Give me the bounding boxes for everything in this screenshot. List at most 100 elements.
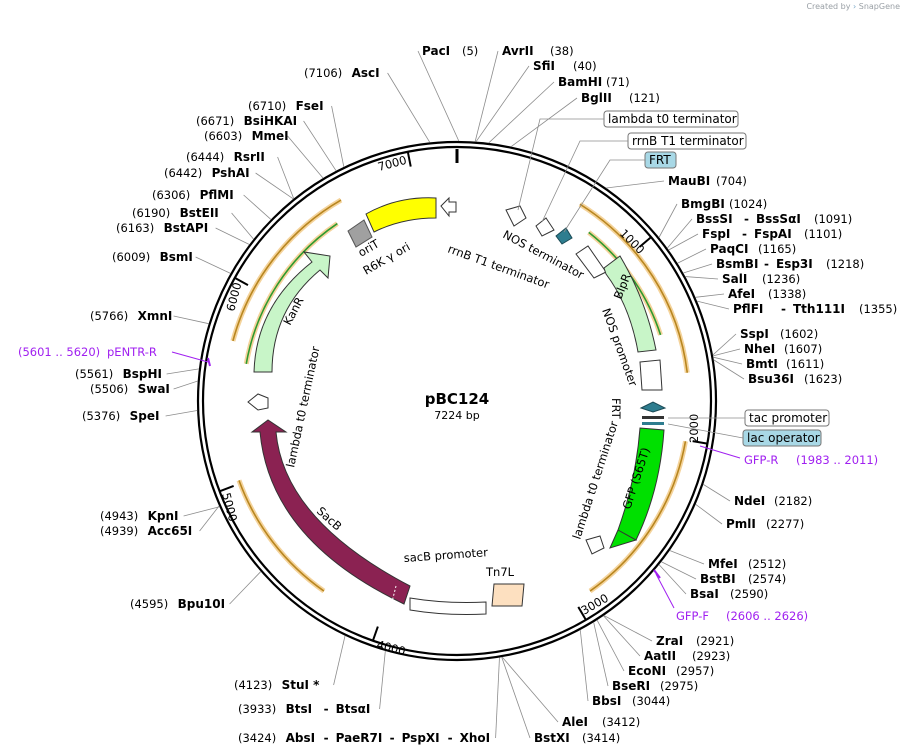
feature-nos-terminator-arrow[interactable] xyxy=(505,205,527,227)
enzyme-name-pshai: PshAI xyxy=(212,166,250,180)
enzyme-site-paci[interactable]: PacI(5) xyxy=(422,44,478,58)
enzyme-site-pflmi[interactable]: (6306)PflMI xyxy=(152,188,234,202)
enzyme-site-btsi[interactable]: (3933)BtsI-BtsαI xyxy=(238,702,370,716)
enzyme-name-mfei: MfeI xyxy=(708,557,738,571)
leader-bseri xyxy=(593,622,609,687)
enzyme-site-bglii[interactable]: BglII(121) xyxy=(581,91,660,105)
enzyme-site-ndei[interactable]: NdeI(2182) xyxy=(734,494,812,508)
enzyme-site-bstxi[interactable]: BstXI(3414) xyxy=(534,731,620,745)
enzyme-site-maubi[interactable]: MauBI(704) xyxy=(668,174,747,188)
enzyme-site-sali[interactable]: SalI(1236) xyxy=(722,272,800,286)
enzyme-pos-rsrii: (6444) xyxy=(186,150,224,164)
enzyme-site-absi[interactable]: (3424)AbsI-PaeR7I-PspXI-XhoI xyxy=(238,731,490,745)
label-tn7l: Tn7L xyxy=(485,565,515,579)
enzyme-site-bpu10i[interactable]: (4595) Bpu10I xyxy=(130,597,225,611)
enzyme-site-sspi[interactable]: SspI(1602) xyxy=(740,327,818,341)
annot-arc-left-top[interactable] xyxy=(232,199,342,342)
enzyme-site-pflfi[interactable]: PflFI-Tth111I(1355) xyxy=(733,302,897,316)
feature-lambda-left-arrow[interactable] xyxy=(247,393,269,411)
enzyme-site-aatii[interactable]: AatII(2923) xyxy=(644,649,730,663)
tick-3000 xyxy=(577,606,587,621)
enzyme-site-bsai[interactable]: BsaI(2590) xyxy=(690,587,768,601)
feature-orit[interactable] xyxy=(347,219,373,248)
enzyme-name-absi: AbsI xyxy=(286,731,315,745)
enzyme-sep-absi-1: - xyxy=(324,731,329,745)
annot-arc-kanr[interactable] xyxy=(245,222,338,364)
enzyme-name-bstapi: BstAPI xyxy=(164,221,209,235)
enzyme-site-econi[interactable]: EcoNI(2957) xyxy=(628,664,714,678)
enzyme-name-bpu10i: Bpu10I xyxy=(178,597,225,611)
enzyme-site-asci[interactable]: (7106)AscI xyxy=(304,66,380,80)
enzyme-site-stui[interactable]: (4123)StuI * xyxy=(234,678,320,692)
feature-gfp[interactable] xyxy=(609,427,665,549)
feature-tac-promoter[interactable] xyxy=(642,416,664,419)
enzyme-site-bsssi[interactable]: BssSI-BssSαI(1091) xyxy=(696,212,852,226)
feature-tn7l[interactable] xyxy=(491,583,525,607)
enzyme-site-mmei[interactable]: (6603)MmeI xyxy=(204,129,289,143)
enzyme-site-bsteii[interactable]: (6190)BstEII xyxy=(132,206,219,220)
enzyme-site-bsihkai[interactable]: (6671)BsiHKAI xyxy=(196,114,297,128)
snapgene-credit: Created by › SnapGene xyxy=(806,2,900,11)
feature-rrnb-arrow[interactable] xyxy=(440,196,457,218)
enzyme-site-bmti[interactable]: BmtI(1611) xyxy=(746,357,824,371)
enzyme-site-fspi[interactable]: FspI-FspAI(1101) xyxy=(702,227,842,241)
enzyme-name-bsmbi: BsmBI xyxy=(716,257,758,271)
enzyme-site-bseri[interactable]: BseRI(2975) xyxy=(612,679,698,693)
enzyme-site-afei[interactable]: AfeI(1338) xyxy=(728,287,806,301)
annot-arc-left-bottom[interactable] xyxy=(238,480,325,592)
enzyme-site-mfei[interactable]: MfeI(2512) xyxy=(708,557,786,571)
enzyme-site-acc65i[interactable]: (4939)Acc65I xyxy=(100,524,192,538)
enzyme-site-kpni[interactable]: (4943)KpnI xyxy=(100,509,179,523)
enzyme-site-zrai[interactable]: ZraI(2921) xyxy=(656,634,734,648)
feature-sacb[interactable] xyxy=(250,419,411,605)
feature-kanr[interactable] xyxy=(253,251,331,373)
enzyme-site-paqci[interactable]: PaqCI(1165) xyxy=(710,242,796,256)
leader-bamhi xyxy=(488,81,555,144)
enzyme-site-rsrii[interactable]: (6444)RsrII xyxy=(186,150,265,164)
feature-frt-top[interactable] xyxy=(555,227,573,245)
leader-pshai xyxy=(255,172,294,200)
enzyme-site-alei[interactable]: AleI(3412) xyxy=(562,715,640,729)
annot-arc-right-top[interactable] xyxy=(579,203,689,373)
enzyme-site-sfii[interactable]: SfiI(40) xyxy=(533,59,597,73)
enzyme-site-fsei[interactable]: (6710)FseI xyxy=(248,99,324,113)
feature-blpr[interactable] xyxy=(603,255,657,353)
enzyme-name-fsei: FseI xyxy=(296,99,324,113)
enzyme-site-bsmi[interactable]: (6009)BsmI xyxy=(112,250,193,264)
enzyme-site-bsu36i[interactable]: Bsu36I(1623) xyxy=(748,372,842,386)
enzyme-name-sfii: SfiI xyxy=(533,59,555,73)
enzyme-pos-bbsi: (3044) xyxy=(632,694,670,708)
enzyme-site-bstbi[interactable]: BstBI(2574) xyxy=(700,572,786,586)
enzyme-site-bmgbi[interactable]: BmgBI(1024) xyxy=(681,197,767,211)
tick-4000 xyxy=(371,626,379,642)
feature-rrnb-arrow-2[interactable] xyxy=(535,217,555,237)
feature-frt[interactable] xyxy=(639,401,667,413)
enzyme-pos-avrii: (38) xyxy=(550,44,574,58)
enzyme-sep-absi-2: - xyxy=(390,731,395,745)
enzyme-site-pmli[interactable]: PmlI(2277) xyxy=(726,517,804,531)
leader-ndei xyxy=(703,484,731,502)
feature-nos-promoter[interactable] xyxy=(639,359,663,391)
enzyme-site-pshai[interactable]: (6442)PshAI xyxy=(164,166,250,180)
enzyme-sep-fspi: - xyxy=(742,227,747,241)
feature-lac-operator[interactable] xyxy=(642,422,664,425)
enzyme-pos-bpu10i: (4595) xyxy=(130,597,168,611)
leader-btsi xyxy=(379,650,386,710)
enzyme-site-spei[interactable]: (5376)SpeI xyxy=(82,409,159,423)
enzyme-site-bbsi[interactable]: BbsI(3044) xyxy=(592,694,670,708)
enzyme-site-avrii[interactable]: AvrII(38) xyxy=(502,44,574,58)
annot-arc-gfp[interactable] xyxy=(589,441,687,592)
enzyme-site-xmni[interactable]: (5766)XmnI xyxy=(90,309,172,323)
enzyme-site-bsphi[interactable]: (5561)BspHI xyxy=(75,367,162,381)
tick-2000 xyxy=(692,440,708,445)
enzyme-site-swai[interactable]: (5506)SwaI xyxy=(90,382,170,396)
enzyme-site-bamhi[interactable]: BamHI(71) xyxy=(558,75,630,89)
feature-lambda-right-arrow[interactable] xyxy=(585,535,605,555)
enzyme-site-bstapi[interactable]: (6163)BstAPI xyxy=(116,221,208,235)
feature-r6k-ori[interactable] xyxy=(365,197,437,233)
feature-sacb-promoter[interactable] xyxy=(409,597,487,615)
enzyme-site-bsmbi[interactable]: BsmBI-Esp3I(1218) xyxy=(716,257,864,271)
enzyme-site-nhei[interactable]: NheI(1607) xyxy=(744,342,822,356)
enzyme-alt-absi-2: PspXI xyxy=(402,731,440,745)
